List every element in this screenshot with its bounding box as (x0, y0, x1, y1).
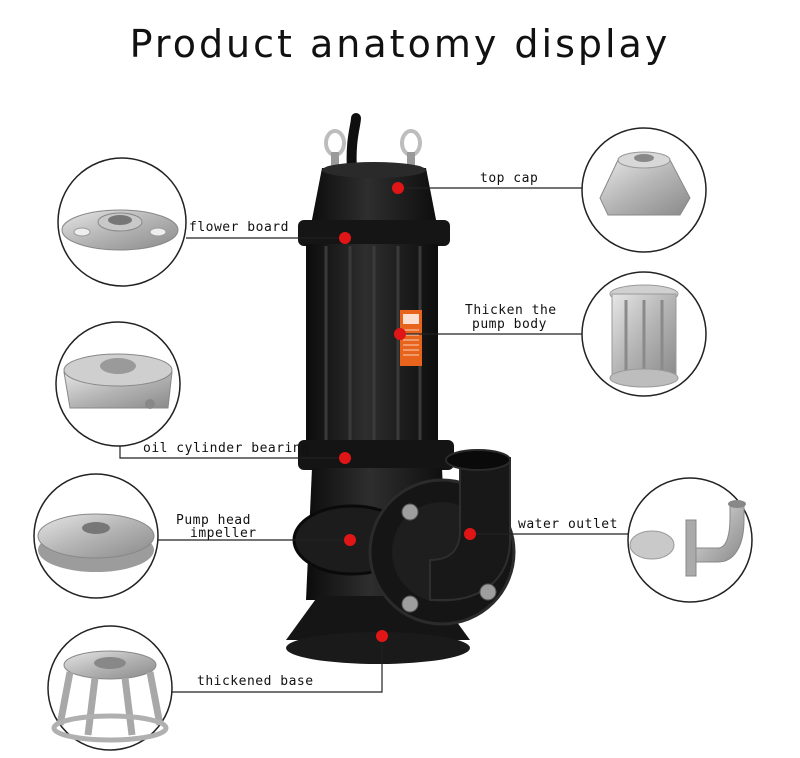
marker-top-cap (392, 182, 404, 194)
label-water-outlet: water outlet (518, 517, 618, 532)
label-flower-board: flower board (189, 220, 289, 235)
lifting-eye-left (324, 129, 346, 170)
bolt-icon (401, 595, 419, 613)
label-top-cap: top cap (480, 171, 538, 186)
label-oil-cylinder-bearing: oil cylinder bearing (143, 441, 310, 456)
part-circle-flower-board (57, 157, 187, 287)
part-circle-pump-body (581, 271, 707, 397)
label-pump-head-line1: Pump head (176, 513, 251, 528)
marker-pump-body (394, 328, 406, 340)
leader-lines (119, 187, 630, 693)
bolt-icon (401, 503, 419, 521)
part-circle-oil-cylinder-bearing (55, 321, 181, 447)
page-title: Product anatomy display (129, 22, 671, 66)
bolt-icon (479, 583, 497, 601)
upper-flange (298, 220, 450, 246)
part-circle-thickened-base (47, 625, 173, 751)
lower-flange (298, 440, 454, 470)
marker-water-outlet (464, 528, 476, 540)
marker-flower-board (339, 232, 351, 244)
part-circle-top-cap (581, 127, 707, 253)
markers (339, 182, 476, 642)
marker-pump-head-impeller (344, 534, 356, 546)
part-circle-water-outlet (627, 477, 753, 603)
pump-top-cap (310, 168, 438, 230)
label-thicken-line1: Thicken the (465, 303, 557, 318)
label-thickened-base: thickened base (197, 674, 314, 689)
part-circle-pump-head-impeller (33, 473, 159, 599)
power-cable (346, 113, 361, 175)
label-pump-head-line2: impeller (190, 526, 257, 541)
marker-oil-cylinder-bearing (339, 452, 351, 464)
lifting-eye-right (400, 129, 422, 170)
marker-thickened-base (376, 630, 388, 642)
label-thicken-line2: pump body (472, 317, 547, 332)
pump-illustration (286, 113, 516, 664)
